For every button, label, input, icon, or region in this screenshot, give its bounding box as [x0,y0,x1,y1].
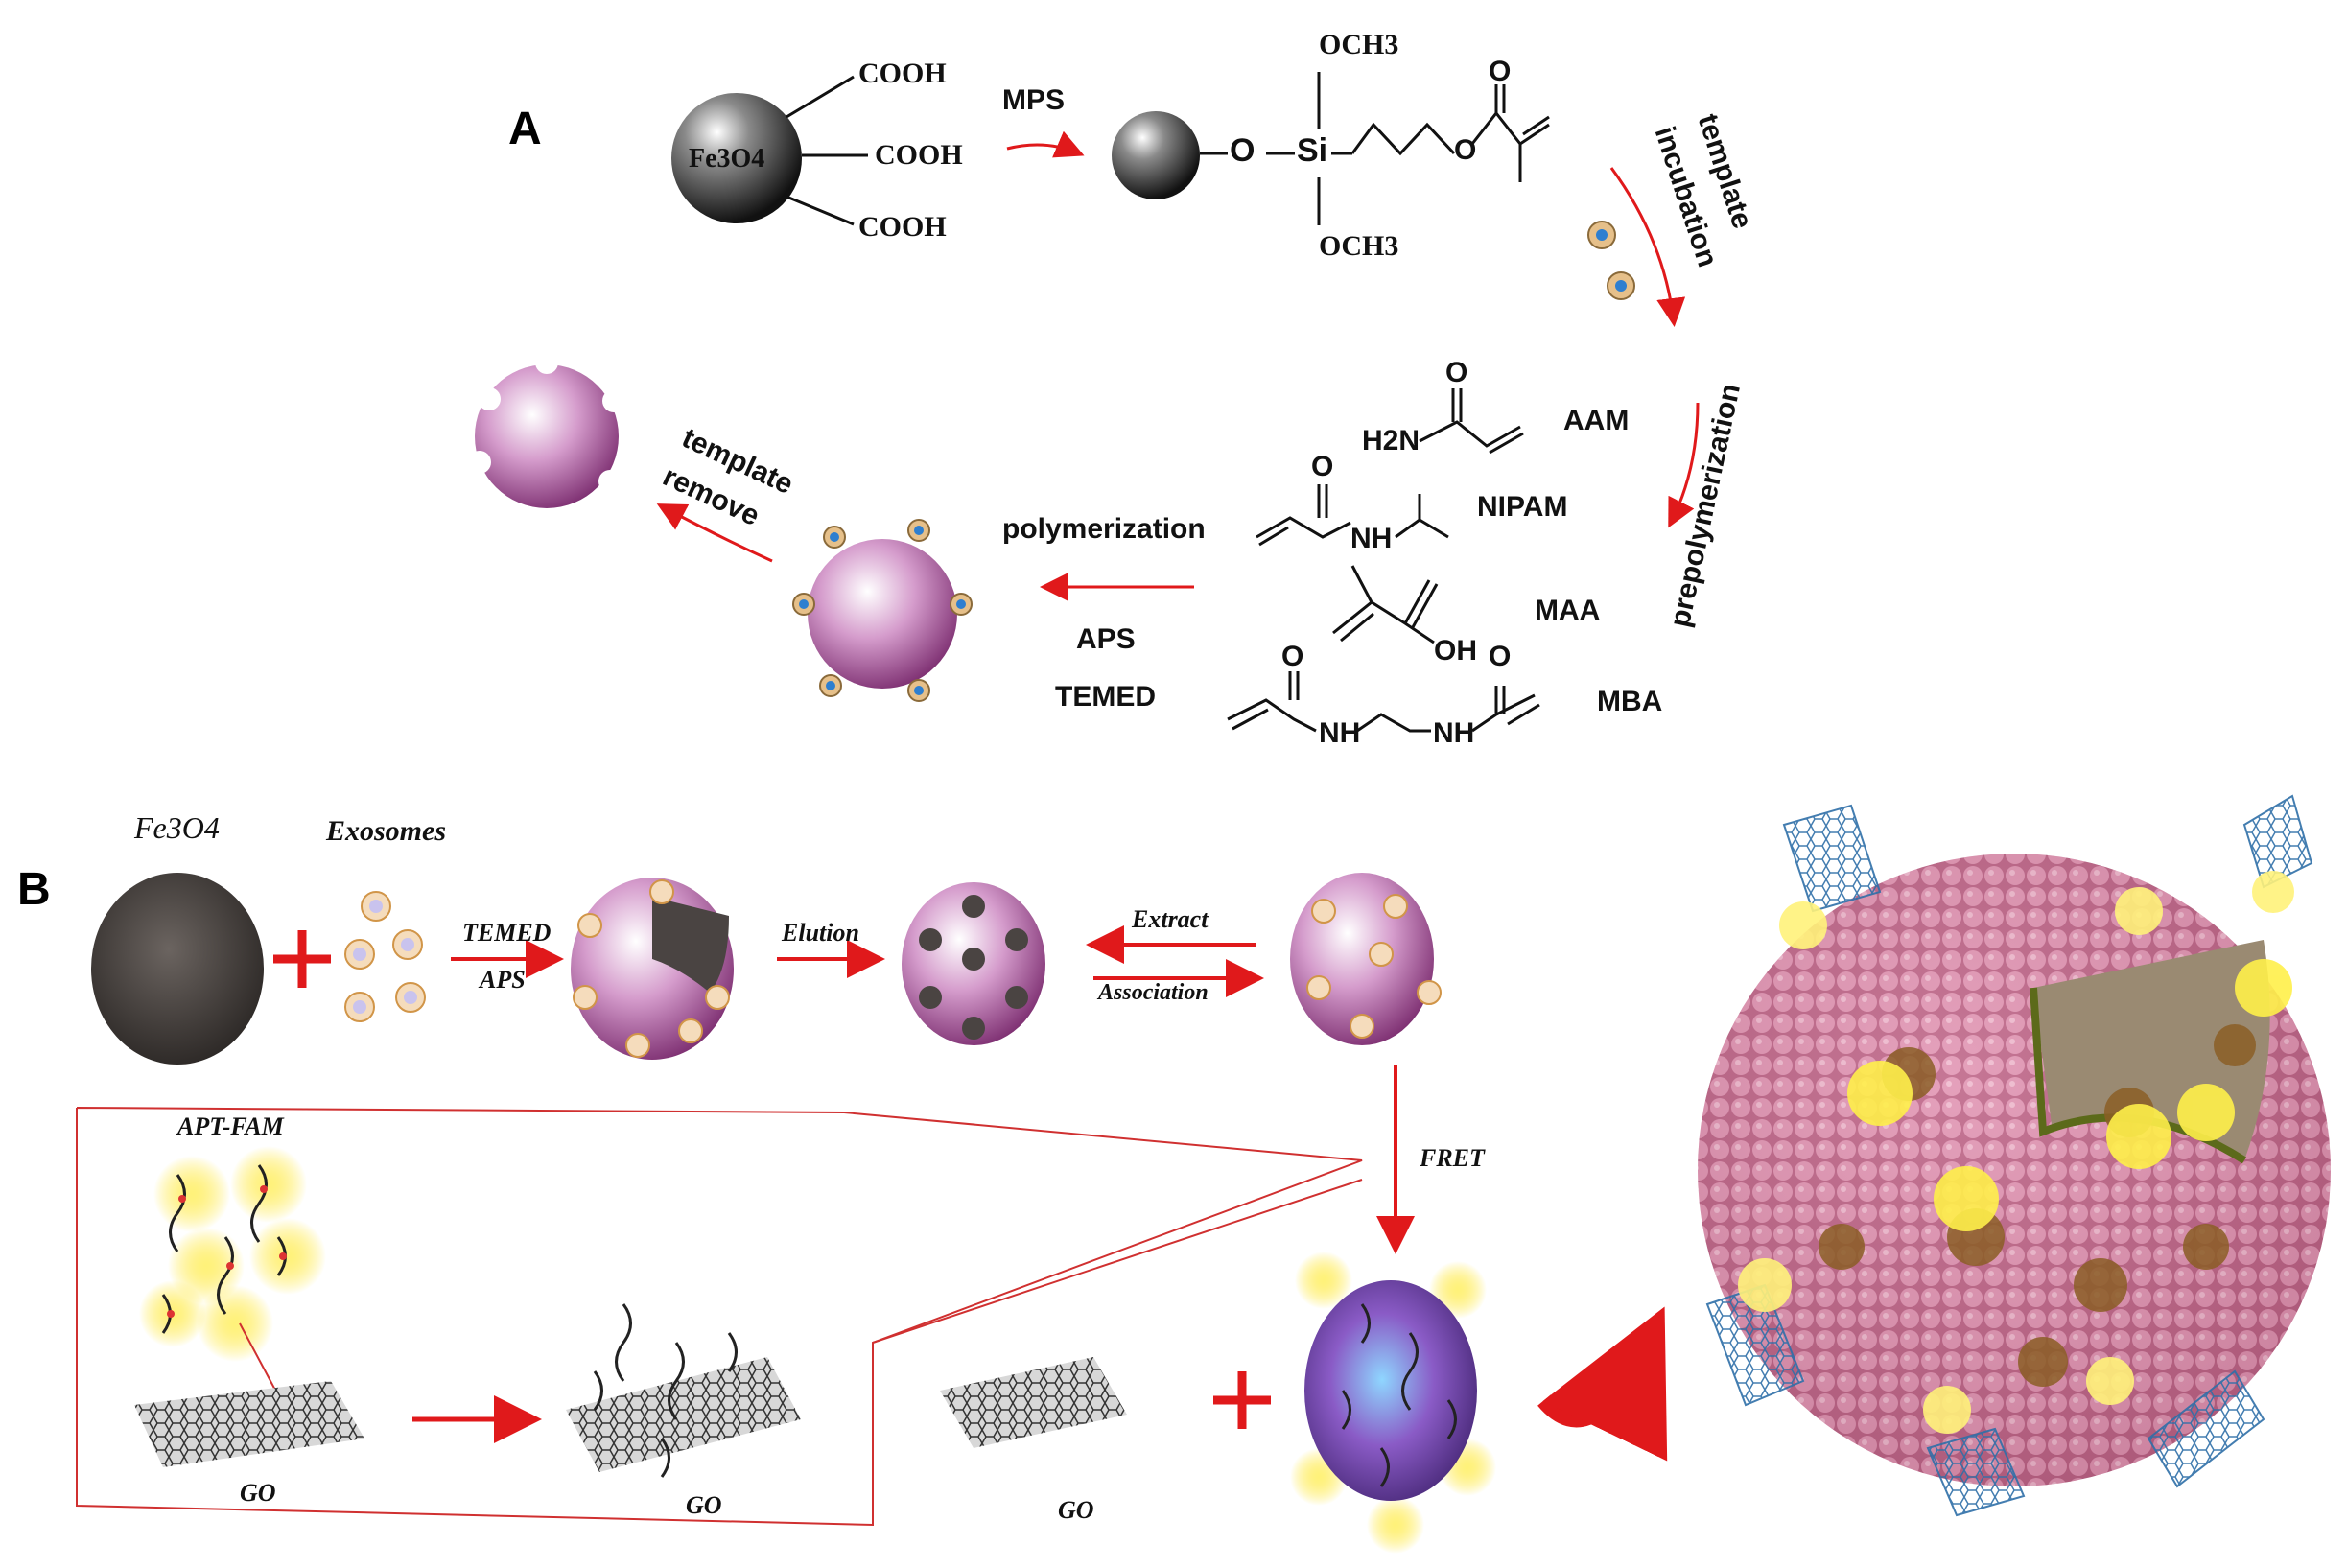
mps-label: MPS [1002,84,1066,116]
association-label: Association [1098,980,1209,1005]
aam-label: AAM [1563,405,1630,436]
fe3o4-particle [671,93,802,223]
floating-go-sheets [1705,794,2313,1517]
maa-oh-label: OH [1434,635,1477,667]
template-exosome-1 [1587,221,1616,249]
fret-label: FRET [1420,1144,1485,1172]
exosome-cluster [344,891,426,1022]
b-eluted-particle [902,882,1045,1045]
cooh-label-3: COOH [858,211,947,243]
mba-nh1-label: NH [1319,717,1361,749]
b-mip-cutaway [571,878,734,1060]
imprinted-particle-cavities [468,351,625,508]
b-fe3o4-core [91,873,264,1065]
panel-b-label: B [17,864,51,915]
go-label-2: GO [686,1491,722,1519]
maa-structure [1332,565,1439,644]
template-remove-arrow [656,503,773,563]
b-temed-label: TEMED [462,919,552,947]
go-sheet-1 [134,1381,364,1467]
nipam-structure [1256,484,1449,547]
propyl-chain [1350,122,1456,156]
temed-label: TEMED [1055,681,1156,713]
mba-label: MBA [1597,686,1663,717]
mba-o2-label: O [1489,641,1512,672]
go-label-1: GO [240,1479,276,1507]
o-carbonyl-label: O [1489,56,1512,87]
prepolymerization-arrow [1668,402,1700,528]
mba-structure [1227,671,1540,733]
silane-particle [1112,111,1200,199]
panel-a-label: A [508,104,542,154]
mip-particle-with-templates [808,539,957,689]
plus-sign-1 [273,930,331,988]
plus-sign-2 [1213,1371,1271,1429]
zoom-curved-arrow [1537,1306,1668,1462]
incubation-arrow [1609,167,1686,327]
h2n-label: H2N [1362,425,1420,456]
go-label-3: GO [1058,1496,1094,1524]
mba-nh2-label: NH [1433,717,1475,749]
floating-fam-stars [1738,871,2294,1434]
cooh-bond-3 [786,195,855,226]
nipam-label: NIPAM [1477,491,1568,523]
polymerization-label: polymerization [1002,513,1206,545]
och3-top-label: OCH3 [1319,29,1399,60]
cooh-label-2: COOH [875,139,963,171]
aam-structure [1419,388,1524,455]
go-sheet-3 [940,1357,1127,1448]
o-link-label: O [1230,132,1256,169]
go-sheet-2 [566,1357,801,1472]
cooh-label-1: COOH [858,58,947,89]
mps-arrow [1006,130,1085,158]
apt-fam-cluster [139,1146,326,1362]
exosomes-label: Exosomes [326,815,447,847]
och3-bottom-label: OCH3 [1319,230,1399,262]
aam-o-label: O [1445,357,1468,388]
fe3o4-label: Fe3O4 [689,144,765,174]
fret-particle [1290,1252,1496,1554]
nipam-nh-label: NH [1350,523,1393,554]
aps-label: APS [1076,623,1136,655]
si-label: Si [1297,132,1328,169]
b-fe3o4-label: Fe3O4 [134,810,220,845]
elution-label: Elution [782,919,859,947]
b-aps-label: APS [480,966,526,994]
bead-sphere-3d [1698,854,2331,1486]
maa-label: MAA [1535,595,1601,626]
nipam-o-label: O [1311,451,1334,482]
extract-label: Extract [1132,905,1209,933]
o-ester-label: O [1454,134,1477,166]
b-rebound-particle [1290,873,1442,1045]
adsorbed-aptamers [593,1303,738,1478]
apt-fam-label: APT-FAM [177,1112,284,1140]
mba-o1-label: O [1281,641,1304,672]
cooh-bond-1 [786,75,855,119]
template-exosome-2 [1607,271,1635,300]
